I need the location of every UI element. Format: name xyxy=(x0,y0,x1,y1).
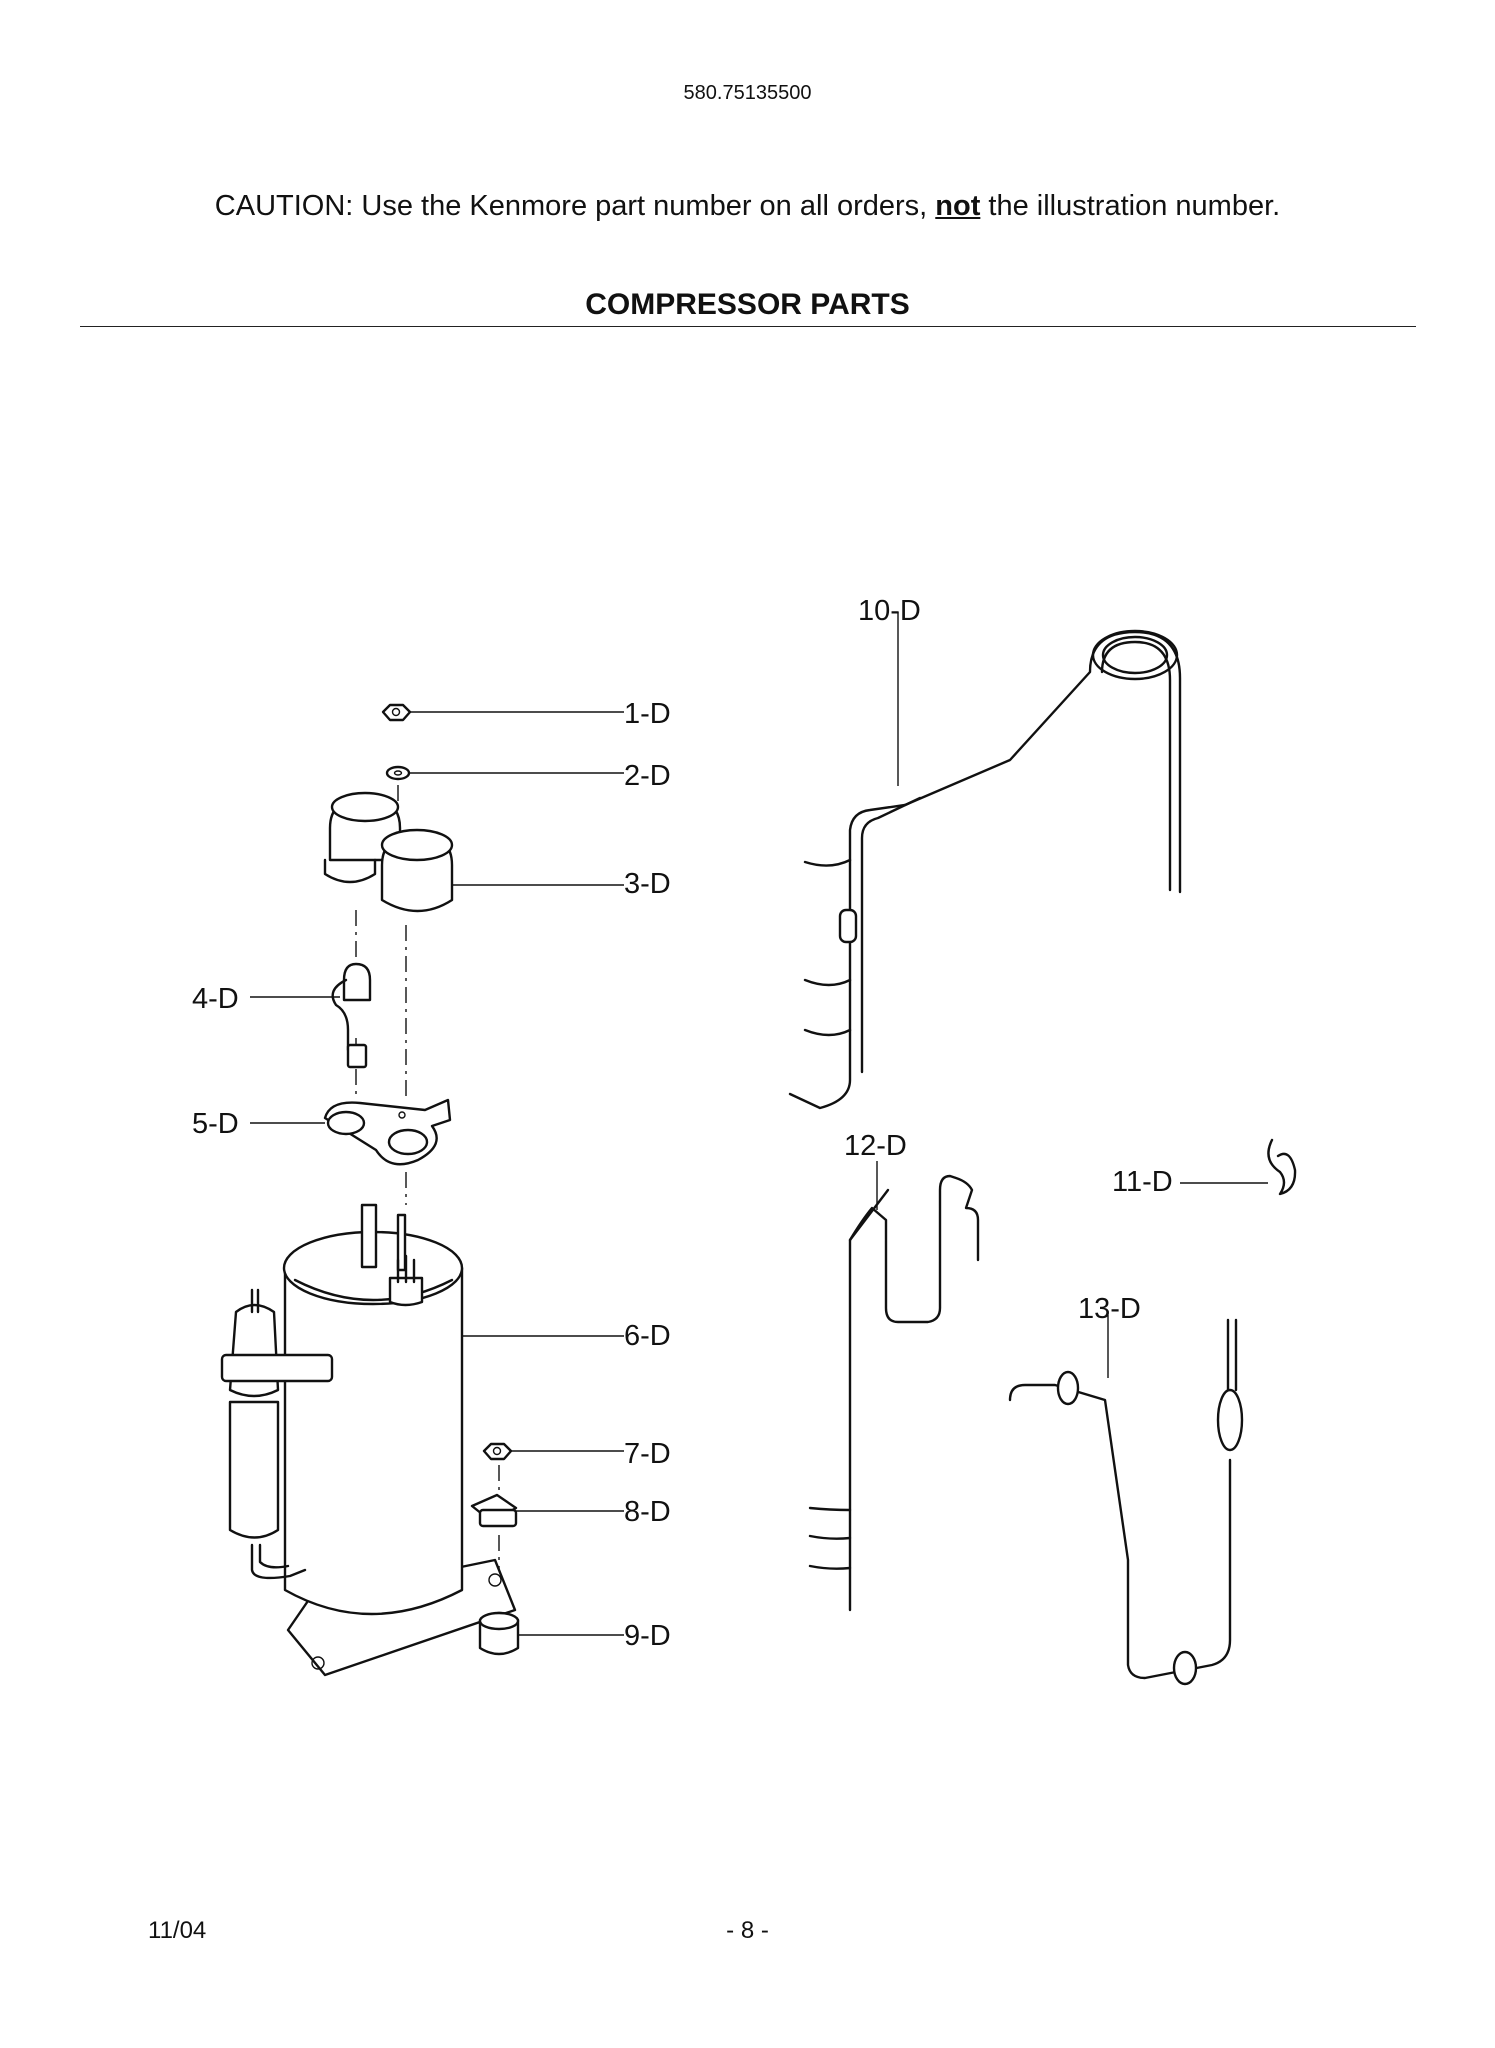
footer-date: 11/04 xyxy=(148,1917,207,1944)
leader-lines xyxy=(250,612,1268,1636)
part-discharge-tube xyxy=(788,629,1182,1110)
page-number: - 8 - xyxy=(726,1917,769,1944)
callout-11-d: 11-D xyxy=(1112,1166,1173,1198)
part-bushing xyxy=(470,1493,518,1528)
part-nut-bottom xyxy=(482,1442,513,1461)
callout-2-d: 2-D xyxy=(624,760,671,792)
caution-emphasis: not xyxy=(935,190,981,222)
callout-3-d: 3-D xyxy=(624,868,671,900)
part-terminal-cover xyxy=(323,791,454,913)
part-compressor xyxy=(220,1203,517,1677)
caution-text-end: the illustration number. xyxy=(980,190,1281,222)
model-number: 580.75135500 xyxy=(683,82,812,104)
title-divider xyxy=(80,326,1416,327)
part-overload-protector xyxy=(331,962,372,1069)
callout-5-d: 5-D xyxy=(192,1108,239,1140)
part-washer xyxy=(385,765,411,781)
section-title: COMPRESSOR PARTS xyxy=(585,288,910,321)
caution-text: CAUTION: Use the Kenmore part number on … xyxy=(214,190,936,222)
part-grommet xyxy=(478,1611,520,1656)
part-terminal-bracket xyxy=(323,1098,452,1166)
part-nut-top xyxy=(381,703,412,722)
caution-notice: CAUTION: Use the Kenmore part number on … xyxy=(0,190,1495,223)
part-clip xyxy=(1267,1138,1297,1196)
callout-4-d: 4-D xyxy=(192,983,239,1015)
exploded-parts-diagram xyxy=(220,612,1297,1686)
callout-6-d: 6-D xyxy=(624,1320,671,1352)
callout-8-d: 8-D xyxy=(624,1496,671,1528)
part-suction-tube xyxy=(808,1174,980,1612)
part-capillary-assembly xyxy=(1008,1318,1244,1686)
callout-13-d: 13-D xyxy=(1078,1293,1141,1325)
callout-10-d: 10-D xyxy=(858,595,921,627)
callout-12-d: 12-D xyxy=(844,1130,907,1162)
callout-9-d: 9-D xyxy=(624,1620,671,1652)
callout-1-d: 1-D xyxy=(624,698,671,730)
callout-7-d: 7-D xyxy=(624,1438,671,1470)
